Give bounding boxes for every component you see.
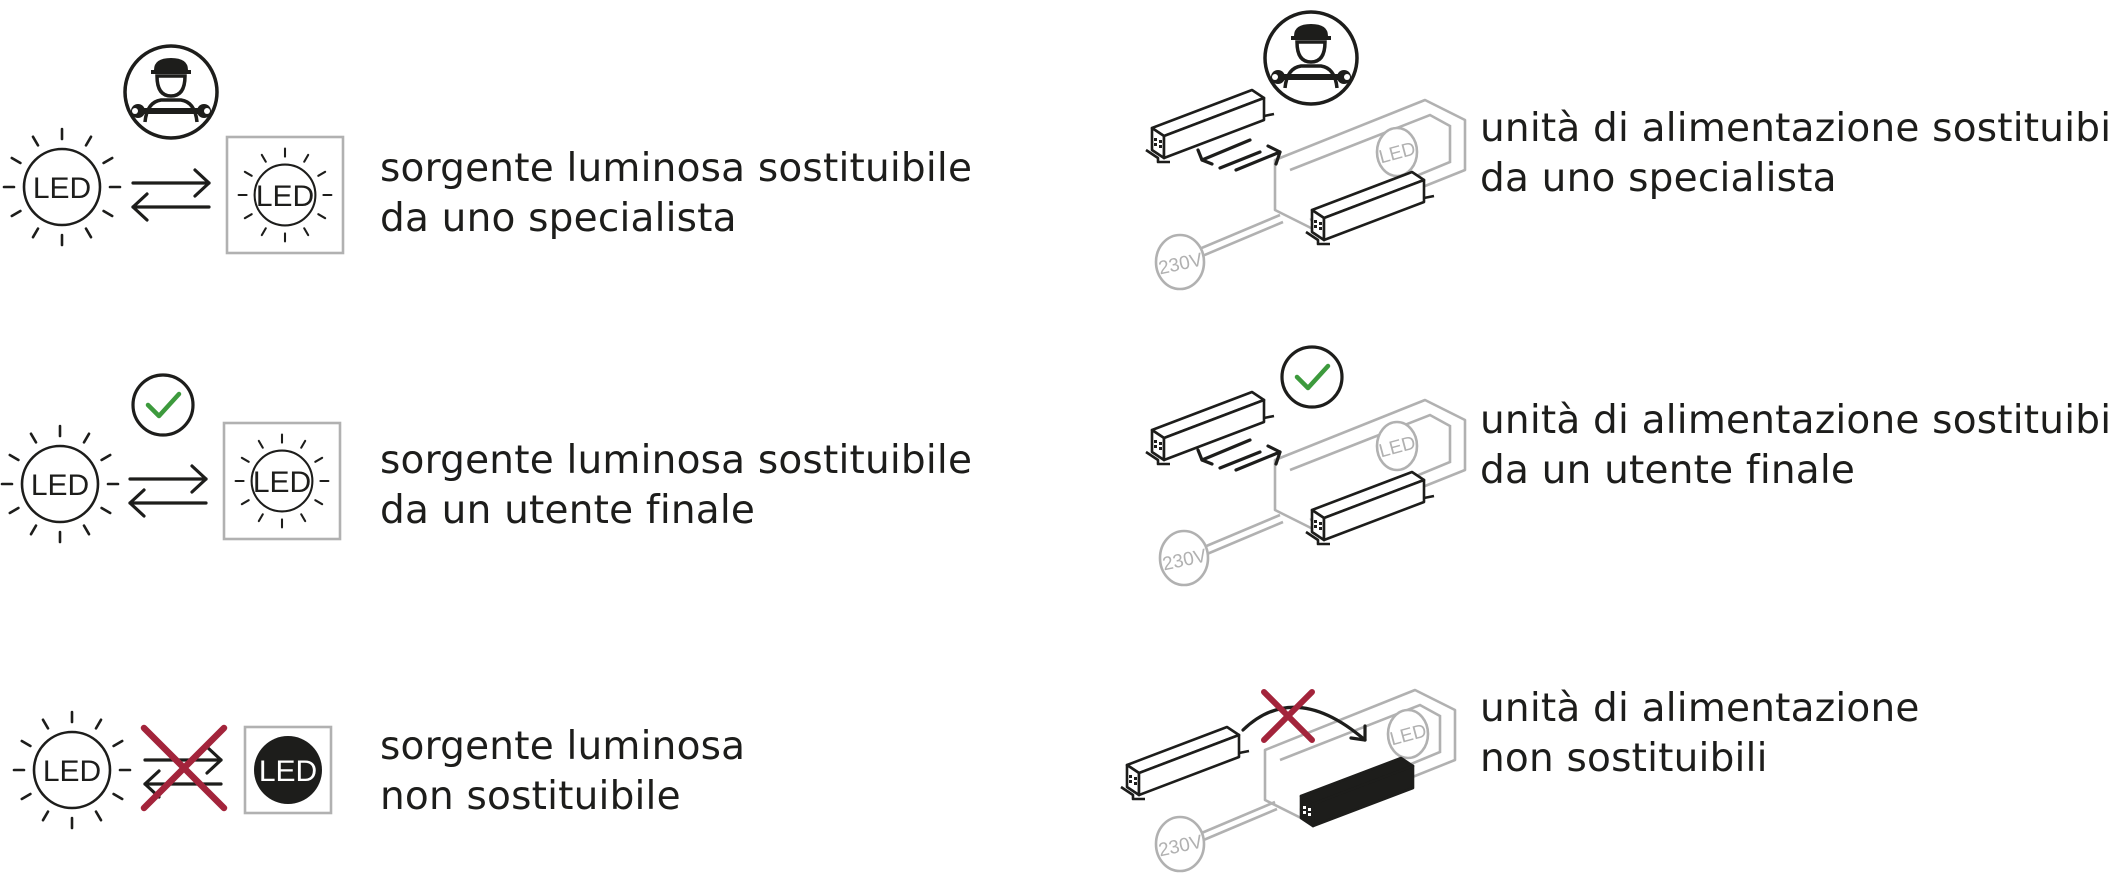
svg-text:LED: LED: [31, 469, 89, 502]
row-replaceable-light-source-specialist: LED LED sorgente luminosa sostituibile d…: [0, 30, 1000, 270]
technician-icon: [123, 44, 219, 140]
technician-icon: [1263, 10, 1359, 106]
svg-text:LED: LED: [253, 466, 311, 499]
led-sun-icon: LED: [2, 127, 122, 247]
control-gear-illustration: 230V LED: [1144, 390, 1467, 587]
svg-text:LED: LED: [33, 172, 91, 205]
label-left-2-line1: sorgente luminosa sostituibile: [380, 438, 973, 483]
row-replaceable-light-source-end-user: LED LED sorgente luminosa sostituibile d…: [0, 340, 1000, 580]
label-right-1: unità di alimentazione sostituibili da u…: [1480, 104, 2108, 204]
svg-text:LED: LED: [259, 755, 317, 788]
control-gear-illustration: 230V LED: [1144, 88, 1467, 291]
row-non-replaceable-light-source: LED LED sorgente luminosa non sostituibi…: [0, 640, 1000, 870]
led-sun-icon: LED: [0, 424, 120, 544]
label-left-1: sorgente luminosa sostituibile da uno sp…: [380, 144, 972, 244]
swap-arrows-icon: [131, 168, 211, 222]
cross-icon: [1261, 689, 1315, 743]
led-module-icon: LED: [243, 725, 333, 815]
row-non-replaceable-control-gear: 230V LED unità di alimentazione non sost…: [1100, 600, 2100, 880]
label-right-2: unità di alimentazione sostituibili da u…: [1480, 396, 2108, 496]
control-gear-illustration: 230V LED: [1119, 688, 1457, 873]
label-left-3-line1: sorgente luminosa: [380, 724, 746, 769]
label-left-3: sorgente luminosa non sostituibile: [380, 722, 745, 822]
row-replaceable-control-gear-end-user: 230V LED unità di alimentazione sostitui…: [1100, 300, 2108, 600]
led-sun-icon: LED: [12, 710, 132, 830]
label-left-3-line2: non sostituibile: [380, 774, 681, 819]
label-right-2-line1: unità di alimentazione sostituibili: [1480, 398, 2108, 443]
checkmark-icon: [1280, 345, 1344, 409]
led-module-icon: LED: [225, 135, 345, 255]
label-left-2-line2: da un utente finale: [380, 488, 756, 533]
label-right-1-line2: da uno specialista: [1480, 156, 1837, 201]
swap-arrows-icon: [128, 464, 208, 518]
cross-icon: [140, 724, 228, 812]
checkmark-icon: [131, 373, 195, 437]
svg-text:LED: LED: [43, 755, 101, 788]
label-right-1-line1: unità di alimentazione sostituibili: [1480, 106, 2108, 151]
label-left-1-line2: da uno specialista: [380, 196, 737, 241]
svg-text:LED: LED: [256, 180, 314, 213]
label-right-3-line2: non sostituibili: [1480, 736, 1768, 781]
label-right-3: unità di alimentazione non sostituibili: [1480, 684, 1920, 784]
label-left-2: sorgente luminosa sostituibile da un ute…: [380, 436, 972, 536]
label-left-1-line1: sorgente luminosa sostituibile: [380, 146, 973, 191]
label-right-3-line1: unità di alimentazione: [1480, 686, 1920, 731]
label-right-2-line2: da un utente finale: [1480, 448, 1856, 493]
led-module-icon: LED: [222, 421, 342, 541]
row-replaceable-control-gear-specialist: 230V LED unità di alimentazione sostitui…: [1100, 0, 2108, 300]
